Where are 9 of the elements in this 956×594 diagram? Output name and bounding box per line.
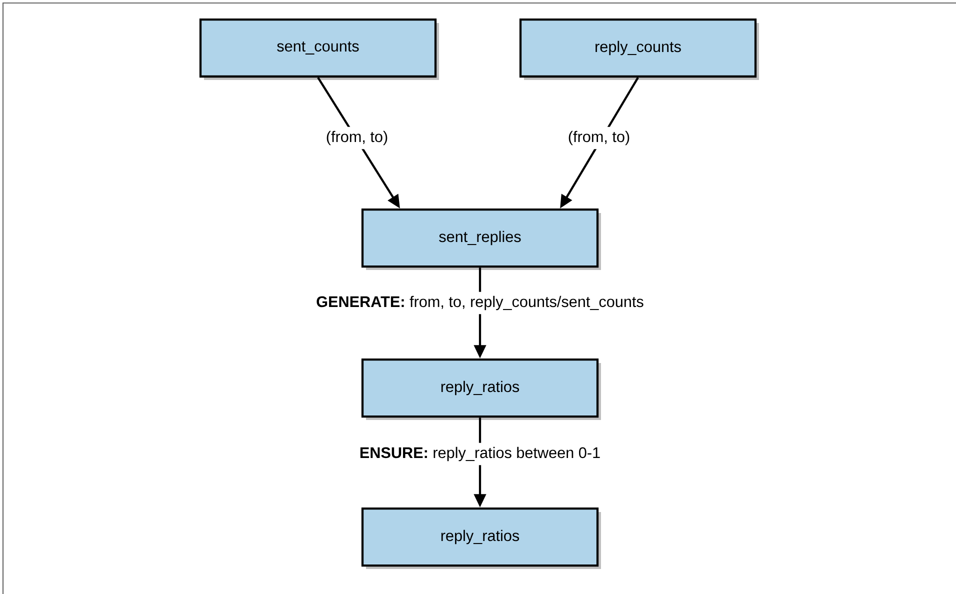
edge-label: ENSURE: reply_ratios between 0-1 [355, 442, 605, 466]
process-box: reply_counts [519, 18, 759, 80]
edge-label: GENERATE: from, to, reply_counts/sent_counts [312, 292, 648, 314]
process-box: sent_counts [199, 18, 439, 80]
process-box: reply_ratios [361, 358, 601, 420]
edge-label: (from, to) [564, 126, 634, 150]
process-box: reply_ratios [361, 507, 601, 569]
process-box: sent_replies [361, 208, 601, 270]
edge-label: (from, to) [322, 126, 392, 150]
